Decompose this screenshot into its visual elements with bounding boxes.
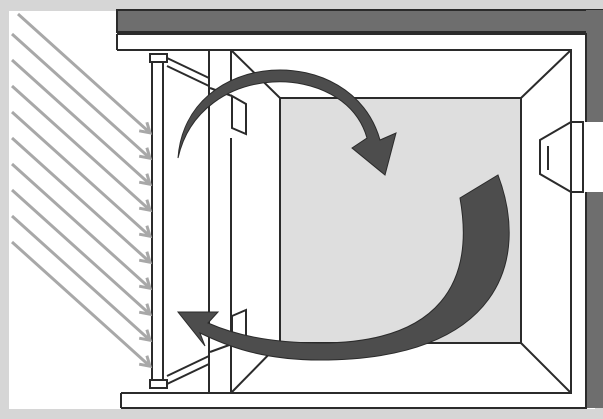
sunspace [116, 34, 210, 408]
sun-ray-head-2 [138, 147, 153, 161]
sun-ray-head-5 [138, 225, 153, 239]
sun-ray-2 [10, 32, 152, 160]
sun-ray-5 [10, 110, 152, 238]
sun-ray-7 [10, 162, 152, 290]
sun-ray-8 [10, 188, 152, 316]
sun-ray-9 [10, 214, 152, 342]
partition-wall [208, 49, 247, 394]
airflow-arrows [176, 69, 510, 361]
sun-ray-head-3 [138, 173, 153, 187]
sun-ray-3 [10, 58, 152, 186]
sun-ray-10 [10, 240, 152, 368]
sun-ray-6 [10, 136, 152, 264]
sun-ray-head-4 [138, 199, 153, 213]
airflow-top-arrow-icon [177, 69, 397, 176]
sun-ray-1 [16, 12, 152, 134]
sun-ray-head-9 [138, 329, 153, 343]
sun-ray-head-7 [138, 277, 153, 291]
sun-ray-head-10 [138, 355, 153, 369]
window-right [539, 120, 584, 194]
airflow-bottom-arrow-icon [176, 174, 510, 361]
sun-ray-head-6 [138, 251, 153, 265]
sun-rays-icon [10, 12, 153, 369]
sun-ray-head-1 [138, 121, 153, 135]
sun-ray-head-8 [138, 303, 153, 317]
sun-ray-4 [10, 84, 152, 212]
